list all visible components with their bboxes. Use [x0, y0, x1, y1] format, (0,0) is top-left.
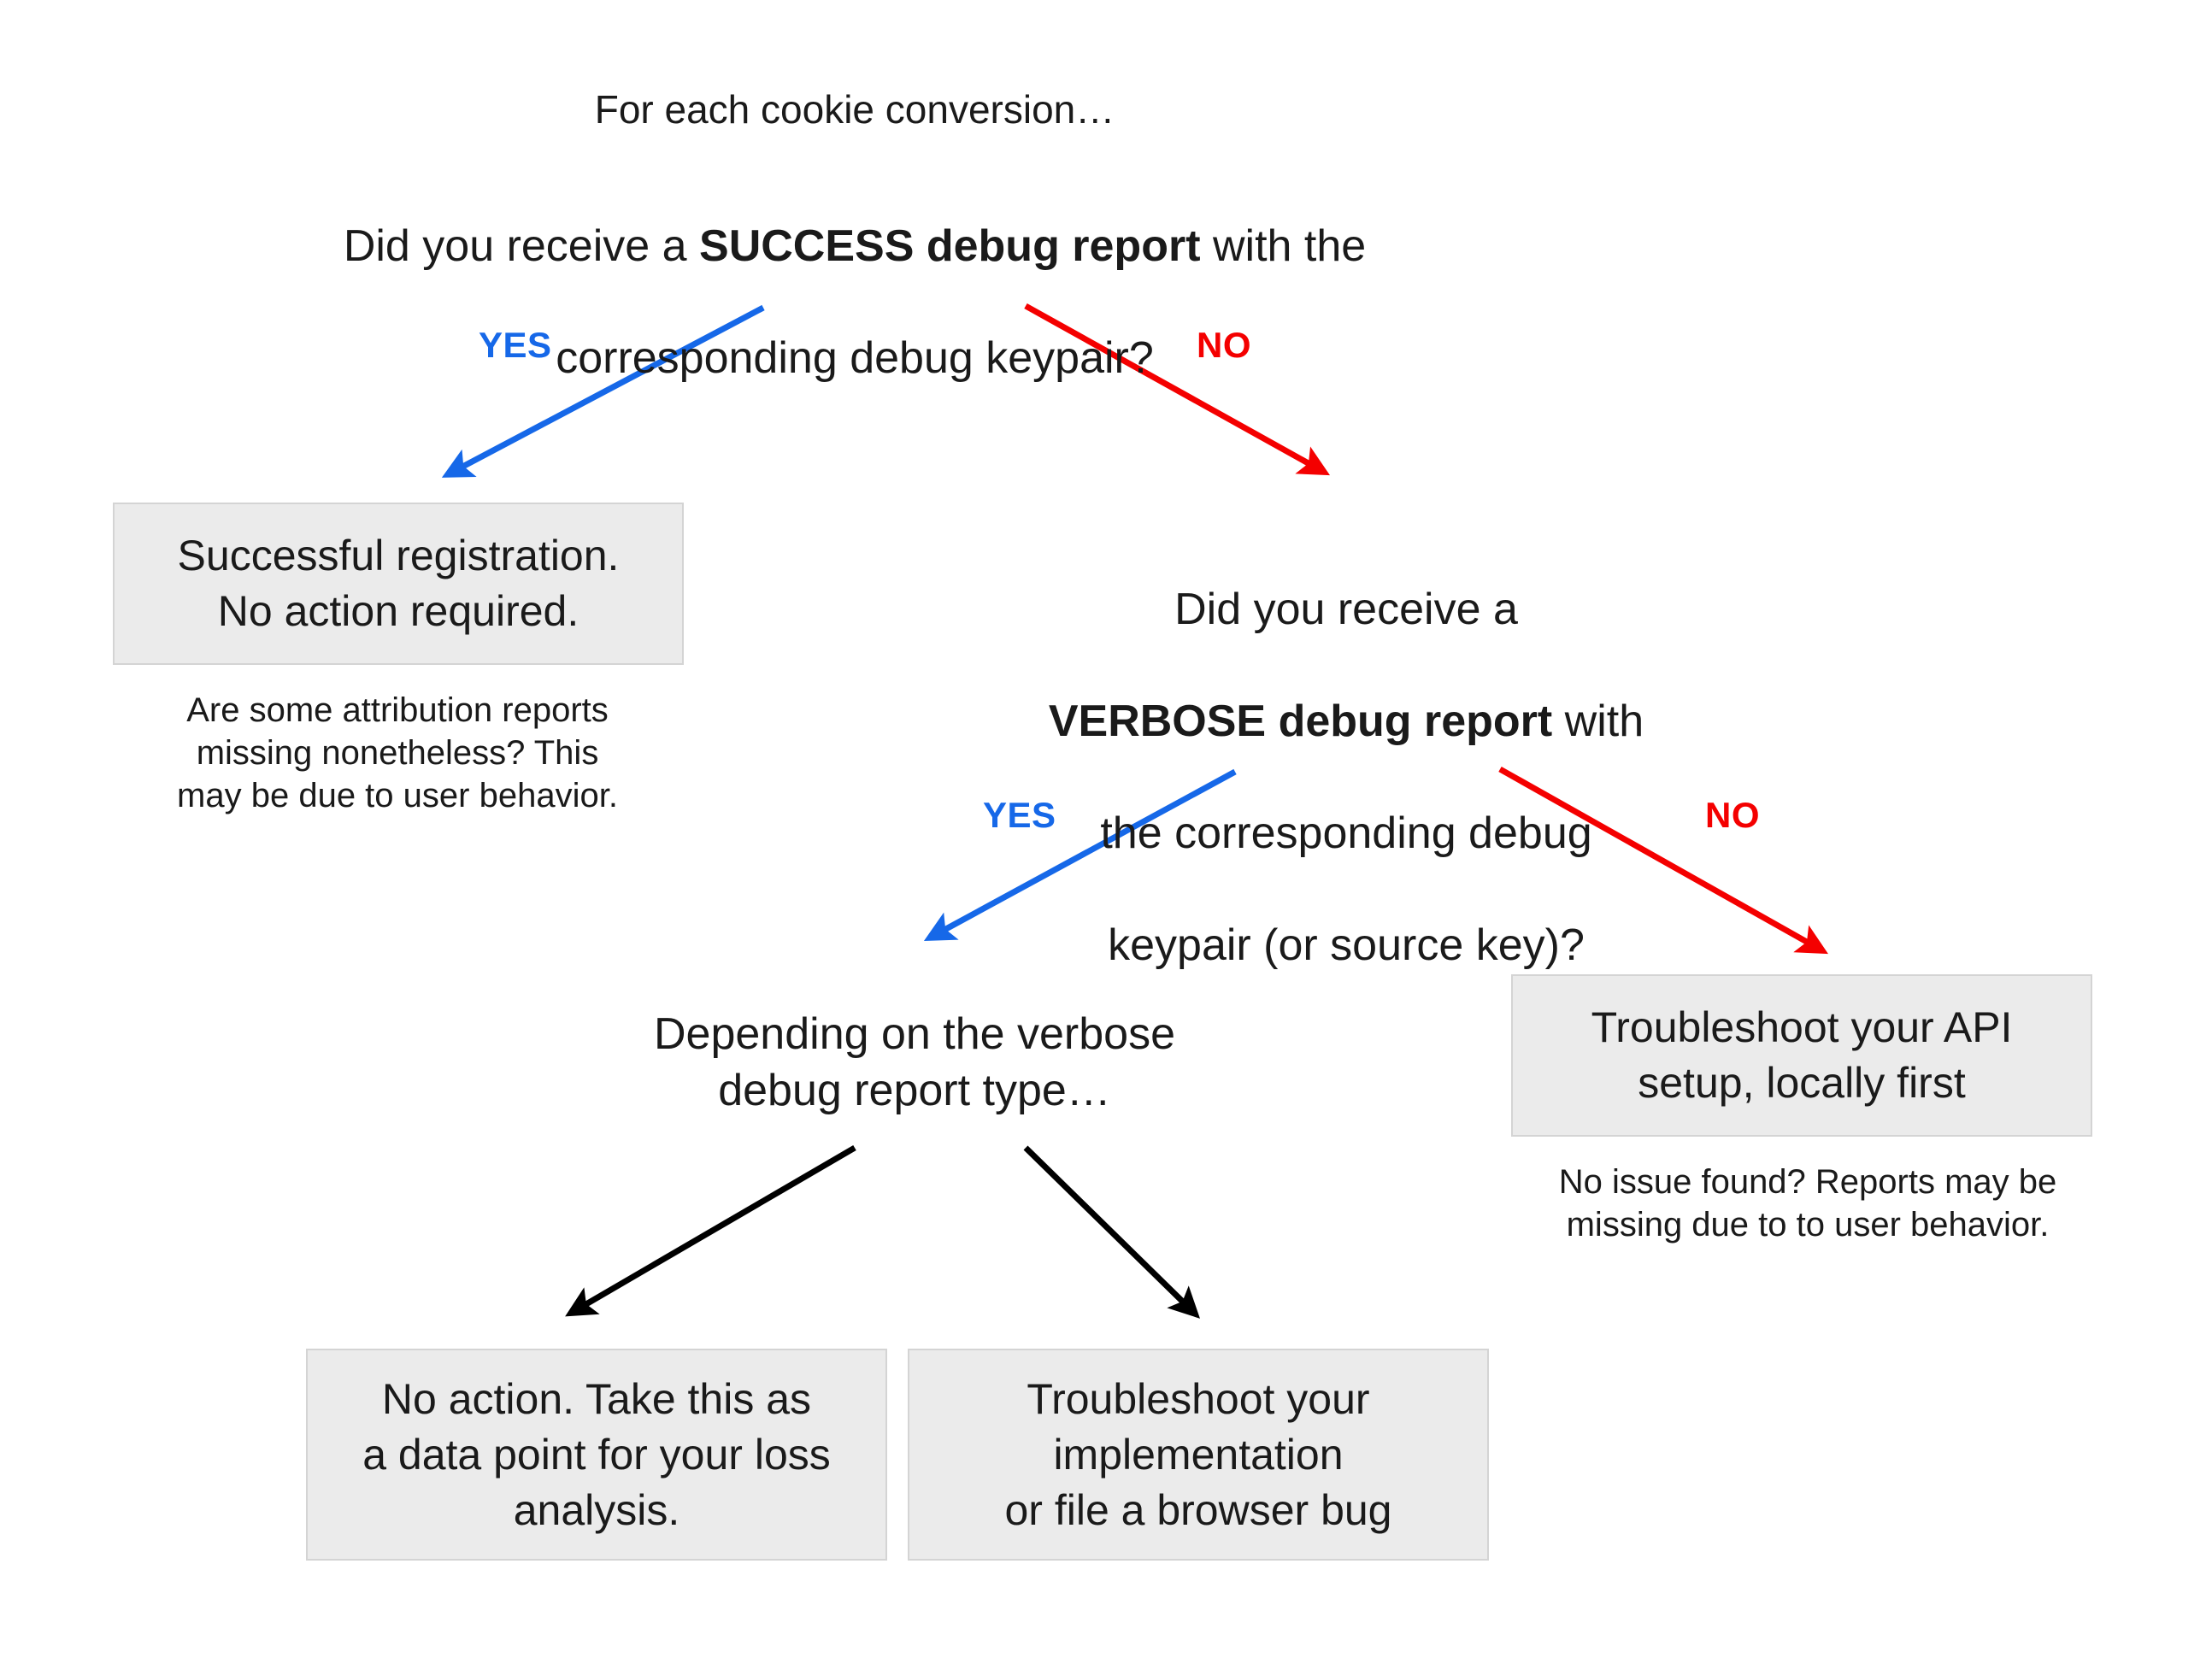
caption-successful-registration: Are some attribution reports missing non… [177, 691, 618, 814]
question-2-line3: the corresponding debug [1100, 808, 1592, 858]
question-2-line4: keypair (or source key)? [1108, 920, 1585, 970]
branch-note-verbose-report-type: Depending on the verbose debug report ty… [653, 1009, 1175, 1115]
question-1-emphasis: SUCCESS debug report [699, 220, 1201, 271]
box-successful-registration: Successful registration. No action requi… [113, 503, 684, 665]
box-no-action-loss-analysis: No action. Take this as a data point for… [306, 1349, 887, 1561]
question-1-prefix: Did you receive a [343, 220, 700, 271]
question-1-line2: corresponding debug keypair? [556, 332, 1154, 383]
question-2-suffix: with [1552, 696, 1644, 746]
question-2: Did you receive a VERBOSE debug report w… [1009, 526, 1684, 973]
question-2-line1: Did you receive a [1174, 584, 1518, 634]
question-2-line2: VERBOSE debug report with [1049, 697, 1644, 746]
arrow-branch-right [1023, 1145, 1201, 1319]
arrow-branch-left [565, 1144, 856, 1317]
diagram-title: For each cookie conversion… [594, 87, 1115, 132]
edge-label-q1-no: NO [1197, 325, 1251, 365]
question-2-emphasis: VERBOSE debug report [1048, 696, 1553, 746]
caption-troubleshoot-api-setup: No issue found? Reports may be missing d… [1558, 1163, 2057, 1244]
edge-label-q2-no: NO [1705, 795, 1760, 835]
question-1-line1: Did you receive a SUCCESS debug report w… [344, 221, 1366, 271]
edge-label-q2-yes: YES [983, 795, 1056, 835]
box-troubleshoot-api-setup: Troubleshoot your API setup, locally fir… [1511, 974, 2092, 1137]
question-1: Did you receive a SUCCESS debug report w… [256, 162, 1453, 386]
question-1-suffix: with the [1200, 220, 1367, 271]
box-troubleshoot-implementation: Troubleshoot your implementation or file… [908, 1349, 1489, 1561]
edge-label-q1-yes: YES [479, 325, 552, 365]
